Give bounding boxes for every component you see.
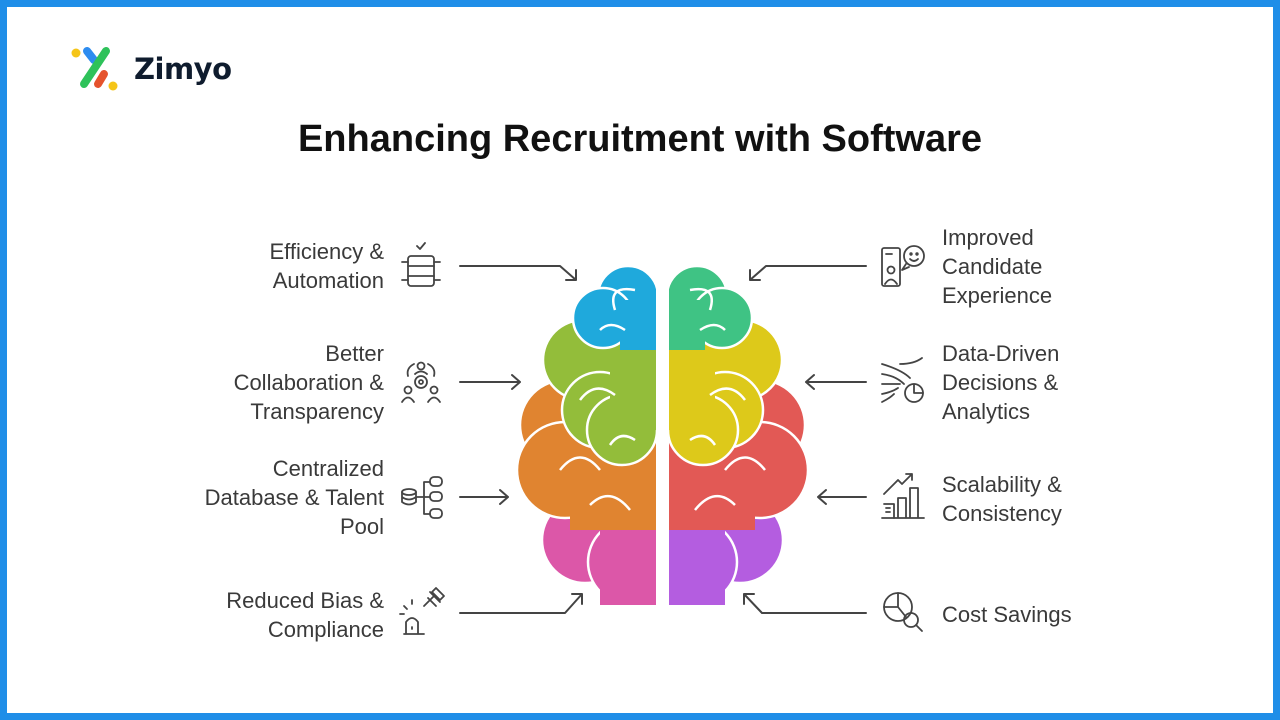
label-line: Pool: [339, 514, 384, 539]
brain-lobe-blue: [571, 264, 656, 350]
arrow-data: [805, 374, 867, 390]
gavel-icon: [399, 587, 445, 635]
label-line: Collaboration &: [233, 370, 384, 395]
zimyo-logo-icon: [71, 47, 118, 91]
label-line: Data-Driven: [942, 341, 1060, 366]
label-line: Reduced Bias &: [226, 588, 384, 613]
arrow-bias: [459, 593, 583, 614]
candidate-smile-icon: [881, 245, 925, 287]
data-flow-chart-icon: [881, 357, 924, 403]
page-title: Enhancing Recruitment with Software: [297, 118, 983, 160]
label-line: Scalability &: [942, 472, 1062, 497]
label-line: Cost Savings: [942, 602, 1072, 627]
arrow-database: [459, 489, 509, 505]
item-efficiency-automation: Efficiency & Automation: [269, 237, 384, 295]
label-line: Consistency: [942, 501, 1062, 526]
arrow-candidate: [749, 265, 867, 281]
database-tree-icon: [401, 476, 443, 519]
brain-lobe-teal: [669, 264, 754, 350]
label-line: Decisions &: [942, 370, 1059, 395]
brand-logo: Zimyo: [70, 44, 232, 94]
item-cost-savings: Cost Savings: [942, 600, 1072, 629]
item-scalability: Scalability & Consistency: [942, 470, 1062, 528]
pie-search-icon: [883, 592, 923, 632]
growth-bars-icon: [881, 473, 925, 519]
label-line: Database & Talent: [204, 485, 384, 510]
label-line: Compliance: [267, 617, 384, 642]
label-line: Candidate: [942, 254, 1043, 279]
item-reduced-bias: Reduced Bias & Compliance: [226, 586, 384, 644]
server-check-icon: [401, 242, 441, 287]
arrow-collaboration: [459, 374, 521, 390]
label-line: Transparency: [250, 399, 384, 424]
label-line: Analytics: [942, 399, 1031, 424]
brain-lobe-yellow: [669, 318, 784, 467]
label-line: Centralized: [272, 456, 384, 481]
brand-name: Zimyo: [134, 52, 232, 86]
brain-lobe-green: [541, 318, 656, 467]
label-line: Automation: [272, 268, 384, 293]
label-line: Better: [325, 341, 384, 366]
label-line: Experience: [942, 283, 1053, 308]
label-line: Improved: [942, 225, 1034, 250]
label-line: Efficiency &: [269, 239, 384, 264]
arrow-efficiency: [459, 265, 577, 281]
team-gear-icon: [401, 361, 441, 403]
arrow-scalability: [817, 489, 867, 505]
arrow-cost: [743, 593, 867, 614]
